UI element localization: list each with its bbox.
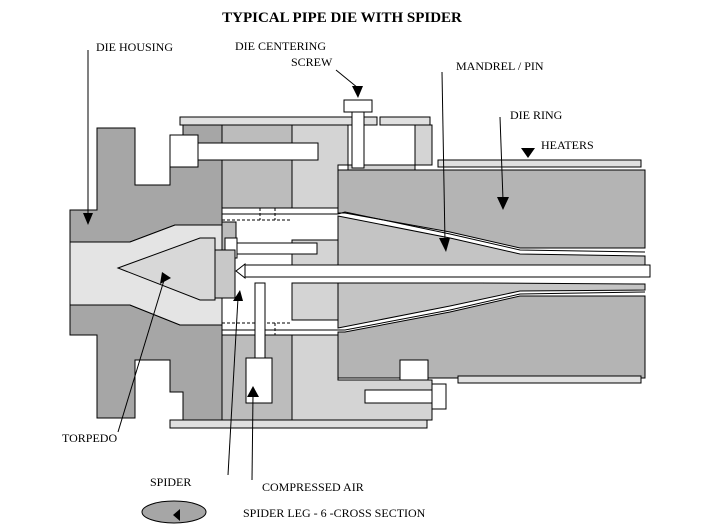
die-ring [337, 169, 646, 379]
bolt-lower [364, 383, 447, 410]
heater-bands [437, 159, 642, 384]
label-die-centering-line1: DIE CENTERING [235, 39, 326, 53]
label-heaters: HEATERS [541, 138, 594, 152]
label-spider: SPIDER [150, 475, 191, 489]
label-compressed-air: COMPRESSED AIR [262, 480, 364, 494]
bolt-upper [169, 134, 319, 168]
diagram-title: TYPICAL PIPE DIE WITH SPIDER [222, 10, 462, 26]
spider-leg-cross-section [141, 500, 207, 524]
pin-tip [235, 262, 246, 280]
leader-lines [87, 50, 529, 481]
housing-flanges [169, 116, 431, 429]
label-die-housing: DIE HOUSING [96, 40, 173, 54]
label-die-centering-line2: SCREW [291, 55, 333, 69]
label-die-ring: DIE RING [510, 108, 563, 122]
label-mandrel-pin: MANDREL / PIN [456, 59, 544, 73]
arrowheads [83, 86, 535, 521]
air-tube-vertical [254, 282, 266, 359]
label-spider-leg: SPIDER LEG - 6 -CROSS SECTION [243, 506, 426, 520]
die-centering-screw-hardware [343, 99, 429, 381]
torpedo [116, 237, 216, 301]
air-tube-horizontal [244, 264, 651, 278]
label-torpedo: TORPEDO [62, 431, 117, 445]
flow-channel-lines [222, 211, 646, 331]
